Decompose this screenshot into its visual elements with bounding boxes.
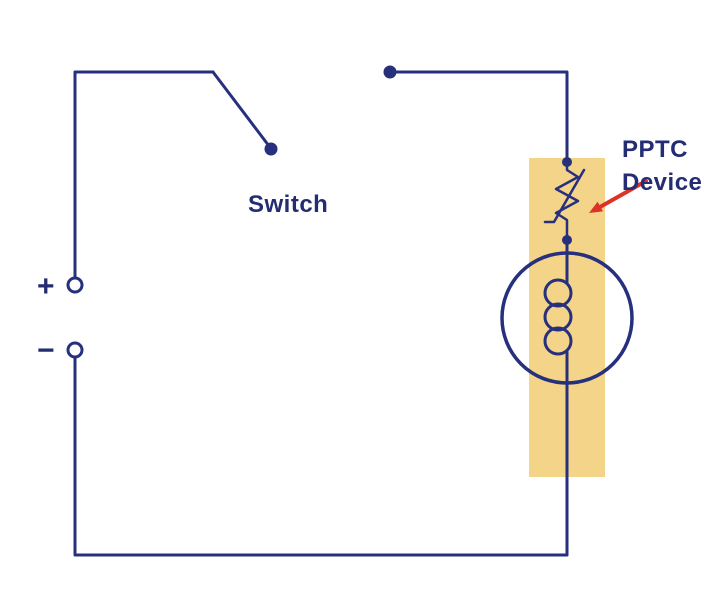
arrow-head-icon [589,201,603,213]
pptc-arrow-shaft [598,179,648,209]
pptc-label-line2: Device [622,169,702,196]
pptc-arrow-head [589,201,603,213]
switch-contact-dot [264,142,278,156]
top-junction-dot [383,65,397,79]
battery-plus-label: + [37,270,55,303]
coil-loop-1 [543,278,573,308]
wire-top-right [388,70,569,161]
wire-left-and-top [73,70,215,280]
battery-minus-label: − [37,334,55,367]
wire-bottom-loop [73,350,569,557]
wires [73,70,634,557]
battery-terminals [66,276,84,359]
junction-dots [264,65,572,245]
minus-terminal [66,341,84,359]
switch-arm [211,70,271,148]
pptc-zigzag-symbol [554,162,580,239]
pptc-label-line1: PPTC [622,136,688,163]
arrow-shaft [598,179,648,209]
plus-terminal [66,276,84,294]
pptc-top-dot [562,157,572,167]
labels: + − Switch PPTC Device [37,136,702,367]
coil-loop-3 [543,326,573,356]
pptc-strike-line [543,168,586,224]
coil-loop-2 [543,302,573,332]
pptc-bottom-dot [562,235,572,245]
switch-label: Switch [248,191,328,218]
